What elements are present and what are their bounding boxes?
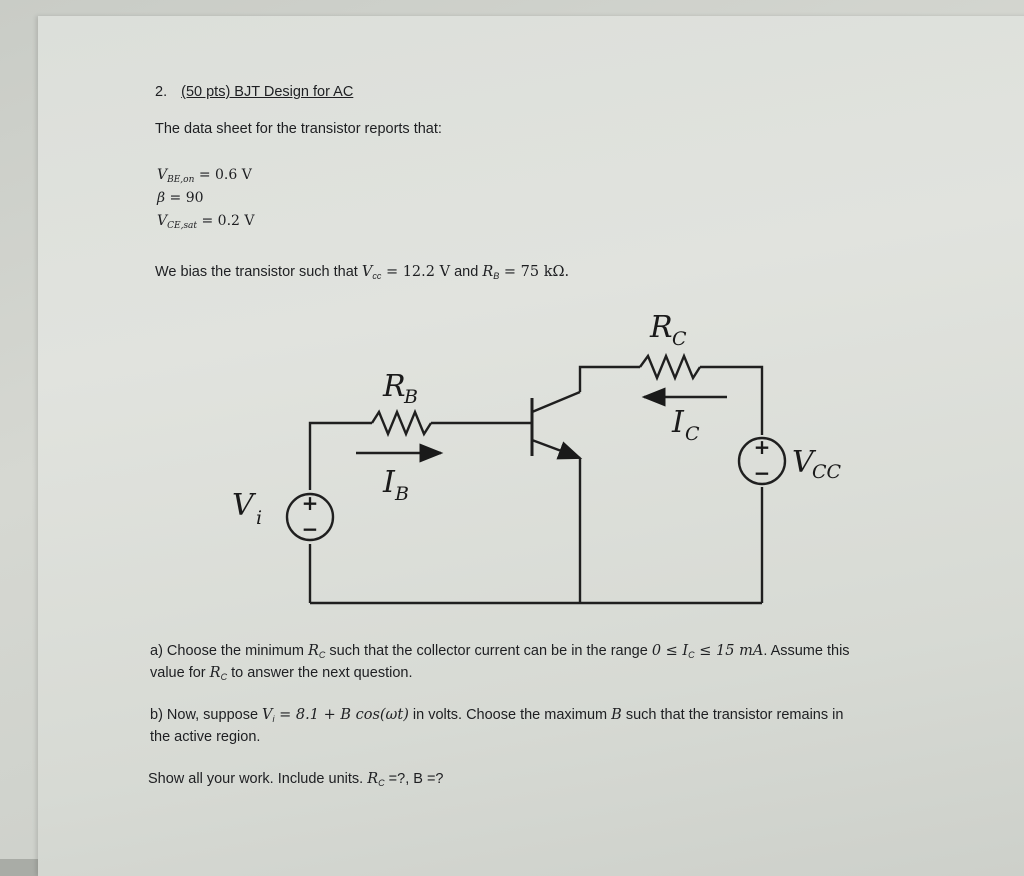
transistor-emitter — [531, 438, 583, 460]
ib-label-sub: B — [394, 483, 409, 505]
question-a-line2: value for RC to answer the next question… — [150, 665, 413, 682]
ic-label-sub: C — [685, 423, 700, 445]
problem-number: 2. — [155, 84, 168, 100]
ib-label: I — [382, 465, 396, 500]
transistor-collector — [531, 390, 581, 414]
rb-resistor — [370, 408, 433, 438]
rb-label-sub: B — [403, 386, 418, 408]
problem-title: (50 pts) BJT Design for AC — [181, 84, 354, 100]
rb-label: R — [382, 369, 406, 404]
vi-plus: + — [302, 491, 319, 515]
question-b-line1: b) Now, suppose Vi = 8.1 + B cos(ωt) in … — [150, 707, 844, 724]
spec-vbe: VBE,on = 0.6 V — [157, 167, 252, 185]
vcc-label: V — [792, 445, 817, 480]
rc-resistor — [639, 352, 702, 382]
spec-beta: β = 90 — [157, 190, 204, 206]
vcc-source-icon — [737, 436, 787, 486]
rc-label: R — [649, 310, 673, 345]
vi-label: V — [232, 488, 257, 523]
vcc-label-sub: CC — [812, 461, 842, 483]
question-a-line1: a) Choose the minimum RC such that the c… — [150, 643, 850, 660]
wire-vi-top — [308, 421, 372, 490]
vi-minus: − — [302, 517, 319, 541]
problem-header: 2. (50 pts) BJT Design for AC — [155, 84, 353, 100]
vi-label-sub: i — [256, 507, 262, 529]
question-b-line2: the active region. — [150, 729, 261, 745]
ic-label: I — [671, 405, 685, 440]
vcc-minus: − — [754, 461, 771, 485]
wire-collector — [578, 365, 640, 392]
spec-vce: VCE,sat = 0.2 V — [157, 213, 255, 231]
rc-label-sub: C — [672, 328, 687, 350]
wire-rc-vcc — [700, 365, 764, 435]
vi-source-icon — [285, 492, 335, 542]
vcc-plus: + — [754, 435, 771, 459]
show-work-line: Show all your work. Include units. RC =?… — [148, 771, 444, 788]
bias-statement: We bias the transistor such that Vcc = 1… — [155, 264, 570, 281]
intro-text: The data sheet for the transistor report… — [155, 121, 442, 137]
